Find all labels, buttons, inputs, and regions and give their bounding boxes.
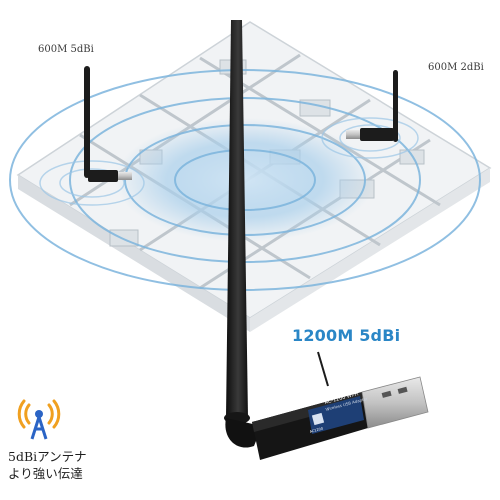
- main-wifi-adapter: AC-1200 Wi-Fi Wireless USB Adapter AC120…: [224, 20, 429, 460]
- left-antenna-label: 600M 5dBi: [38, 44, 94, 55]
- caption-line-1: 5dBiアンテナ: [8, 449, 87, 464]
- signal-rings: [9, 69, 481, 291]
- signal-tower-icon: [17, 399, 61, 440]
- caption-line-2: より強い伝達: [8, 466, 83, 481]
- left-small-antenna: [84, 66, 132, 182]
- adapter-chip-text: AC1200: [309, 427, 323, 434]
- label-pointer: [317, 351, 329, 387]
- right-small-antenna: [346, 70, 398, 142]
- right-antenna-label: 600M 2dBi: [428, 62, 484, 73]
- caption: 5dBiアンテナ より強い伝達: [8, 448, 128, 482]
- main-antenna-label: 1200M 5dBi: [292, 326, 401, 345]
